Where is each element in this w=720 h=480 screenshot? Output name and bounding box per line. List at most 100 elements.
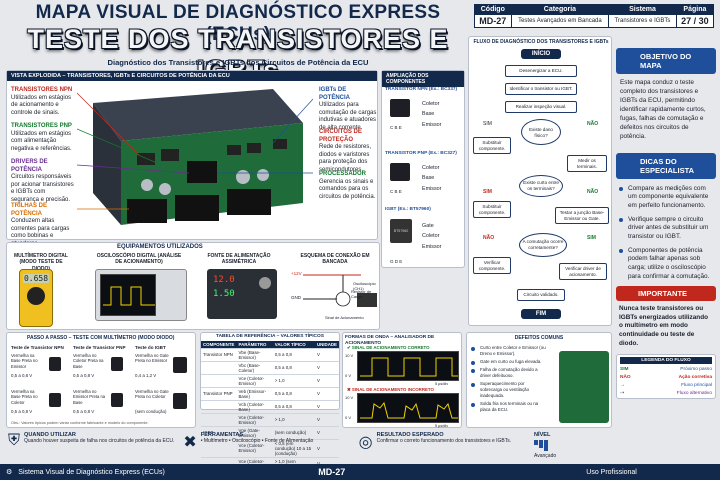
ref-col-value: VALOR TÍPICO: [272, 340, 315, 349]
tools-title: FERRAMENTAS: [200, 432, 244, 438]
exploded-view-panel: VISTA EXPLODIDA – TRANSISTORES, IGBTs E …: [6, 70, 378, 247]
level-title: NÍVEL: [533, 432, 551, 438]
tools-icon: ✖: [183, 434, 197, 451]
step-igbt-b: Vermelha no Gate Preta no Coletor: [135, 389, 169, 400]
right-sidebar: OBJETIVO DO MAPA Este mapa conduz o test…: [616, 48, 716, 480]
step-npn-a: Vermelha na Base Preta no Emissor: [11, 353, 38, 369]
wave-bad-label: SINAL DE ACIONAMENTO INCORRETO: [351, 387, 434, 392]
pnp-emitter: Emissor: [422, 185, 442, 192]
igbt-gate: Gate: [422, 223, 434, 229]
waveforms-header: FORMAS DE ONDA – ANALISADOR DE ACIONAMEN…: [345, 335, 435, 346]
gear-icon: ⚙: [6, 469, 13, 476]
step-pnp-icon-a: [111, 357, 123, 371]
bench-signal: Sinal de Acionamento: [325, 315, 364, 320]
wave-ok-0v: 0 V: [345, 373, 352, 378]
igbt-emitter: Emissor: [422, 243, 442, 250]
footer-left: Sistema Visual de Diagnóstico Express (E…: [18, 468, 165, 476]
multimeter-display: 0.658: [23, 274, 49, 283]
flow-yes-2: SIM: [483, 189, 492, 195]
pnp-label: TRANSISTORES PNP: [11, 123, 72, 129]
pnp-transistor-image: [390, 163, 410, 181]
drivers-desc: Circuitos responsáveis por acionar trans…: [11, 174, 74, 203]
oscilloscope-label: OSCILOSCÓPIO DIGITAL (ANÁLISE DE ACIONAM…: [96, 253, 182, 266]
flow-header: FLUXO DE DIAGNÓSTICO DOS TRANSISTORES E …: [473, 39, 609, 45]
result-title: RESULTADO ESPERADO: [376, 432, 444, 438]
protection-desc: Rede de resistores, diodos e varistores …: [319, 144, 372, 173]
tools-desc: • Multímetro • Osciloscópio • Fonte de A…: [200, 438, 314, 444]
igbt-part-number: BT57960: [393, 229, 409, 233]
info-level: NÍVEL Avançado: [532, 430, 612, 462]
level-desc: Avançado: [533, 453, 557, 459]
tips-title: DICAS DO ESPECIALISTA: [616, 152, 716, 179]
wave-bad-10v: 10 V: [345, 395, 354, 400]
step-npn-b: Vermelha na Base Preta no Coletor: [11, 389, 38, 405]
step-pnp-a: Vermelha no Coletor Preta na Base: [73, 353, 104, 369]
tip-3: Componentes de potência podem falhar ape…: [619, 247, 713, 282]
step-npn-a-value: 0,5 a 0,8 V: [11, 373, 33, 378]
step-npn-b-value: 0,5 a 0,8 V: [11, 409, 33, 414]
defect-3: Falha de comutação devido a driver defei…: [471, 367, 547, 379]
step-npn-icon-b: [49, 393, 61, 407]
npn-component-title: TRANSISTOR NPN (Ex.: BC337): [385, 87, 458, 92]
defect-4: Superaquecimento por sobrecarga ou venti…: [471, 381, 547, 399]
objective-title: OBJETIVO DO MAPA: [616, 48, 716, 74]
wave-ok-10v: 10 V: [345, 353, 354, 358]
info-tools: ✖FERRAMENTAS• Multímetro • Osciloscópio …: [181, 430, 352, 462]
step-igbt-a: Vermelha no Gate Preta no Emissor: [135, 353, 169, 364]
meta-page: 27 / 30: [675, 14, 715, 28]
flow-step-5: Testar a junção Base-Emissor ou Gate.: [555, 207, 609, 224]
wave-bad-0v: 0 V: [345, 415, 352, 420]
multimeter-label: MULTÍMETRO DIGITAL (MODO TESTE DE DIODO): [14, 253, 68, 272]
flow-panel: FLUXO DE DIAGNÓSTICO DOS TRANSISTORES E …: [468, 36, 612, 326]
legend-title: LEGENDA DO FLUXO: [620, 357, 712, 365]
step-pnp-icon-b: [111, 393, 123, 407]
flow-no-1: NÃO: [587, 121, 599, 127]
equipment-header: EQUIPAMENTOS UTILIZADOS: [117, 244, 203, 250]
bench-schematic: [303, 274, 377, 307]
pnp-collector: Coletor: [422, 165, 440, 171]
npn-emitter: Emissor: [422, 121, 442, 128]
equipment-panel: EQUIPAMENTOS UTILIZADOS MULTÍMETRO DIGIT…: [6, 242, 380, 330]
table-row: Vce (Coletor-Emissor)< 0,5 (em condução)…: [201, 439, 339, 458]
ref-col-unit: UNIDADE: [314, 340, 339, 349]
legend-fix: Ação corretiva: [678, 375, 712, 381]
footer-bar: ⚙ Sistema Visual de Diagnóstico Express …: [0, 464, 720, 480]
flow-yes-3: SIM: [587, 235, 596, 241]
flow-yes-1: SIM: [483, 121, 492, 127]
legend-no: NÃO: [620, 375, 631, 381]
step-npn-icon-a: [49, 357, 61, 371]
steps-panel: PASSO A PASSO – TESTE COM MULTÍMETRO (MO…: [6, 332, 196, 428]
multimeter-dial[interactable]: [27, 287, 45, 305]
bench-12v: +12V: [291, 271, 302, 276]
igbt-image: BT57960: [390, 219, 412, 243]
pnp-base: Base: [422, 175, 435, 182]
defect-1: Curto entre Coletor e Emissor (ou Dreno …: [471, 345, 547, 357]
flow-conclude: Circuito validado.: [517, 289, 565, 301]
wave-ok-scope: [357, 351, 459, 381]
step-pnp-title: Teste de Transistor PNP: [73, 345, 126, 350]
tracks-label: TRILHAS DE POTÊNCIA: [11, 203, 47, 217]
step-pnp-b: Vermelha no Emissor Preta na Base: [73, 389, 106, 405]
npn-base: Base: [422, 111, 435, 118]
target-icon: ◎: [358, 434, 373, 451]
psu-knob[interactable]: [259, 277, 271, 289]
power-supply-device: 12.0 1.50: [207, 269, 277, 319]
reference-header: TABELA DE REFERÊNCIA – VALORES TÍPICOS: [216, 334, 324, 339]
exploded-view-header: VISTA EXPLODIDA – TRANSISTORES, IGBTs E …: [7, 71, 377, 81]
meta-category: Testes Avançados em Bancada: [510, 14, 610, 28]
flow-step-2: Identificar o transistor ou IGBT.: [505, 83, 577, 95]
wave-bad-scope: [357, 393, 459, 423]
meta-code: MD-27: [474, 14, 512, 28]
processor-label: PROCESSADOR: [319, 171, 367, 177]
flow-substitute-2: Substituir componente.: [473, 201, 511, 218]
ref-col-component: COMPONENTE: [201, 340, 237, 349]
legend-main: Fluxo principal: [681, 383, 712, 389]
